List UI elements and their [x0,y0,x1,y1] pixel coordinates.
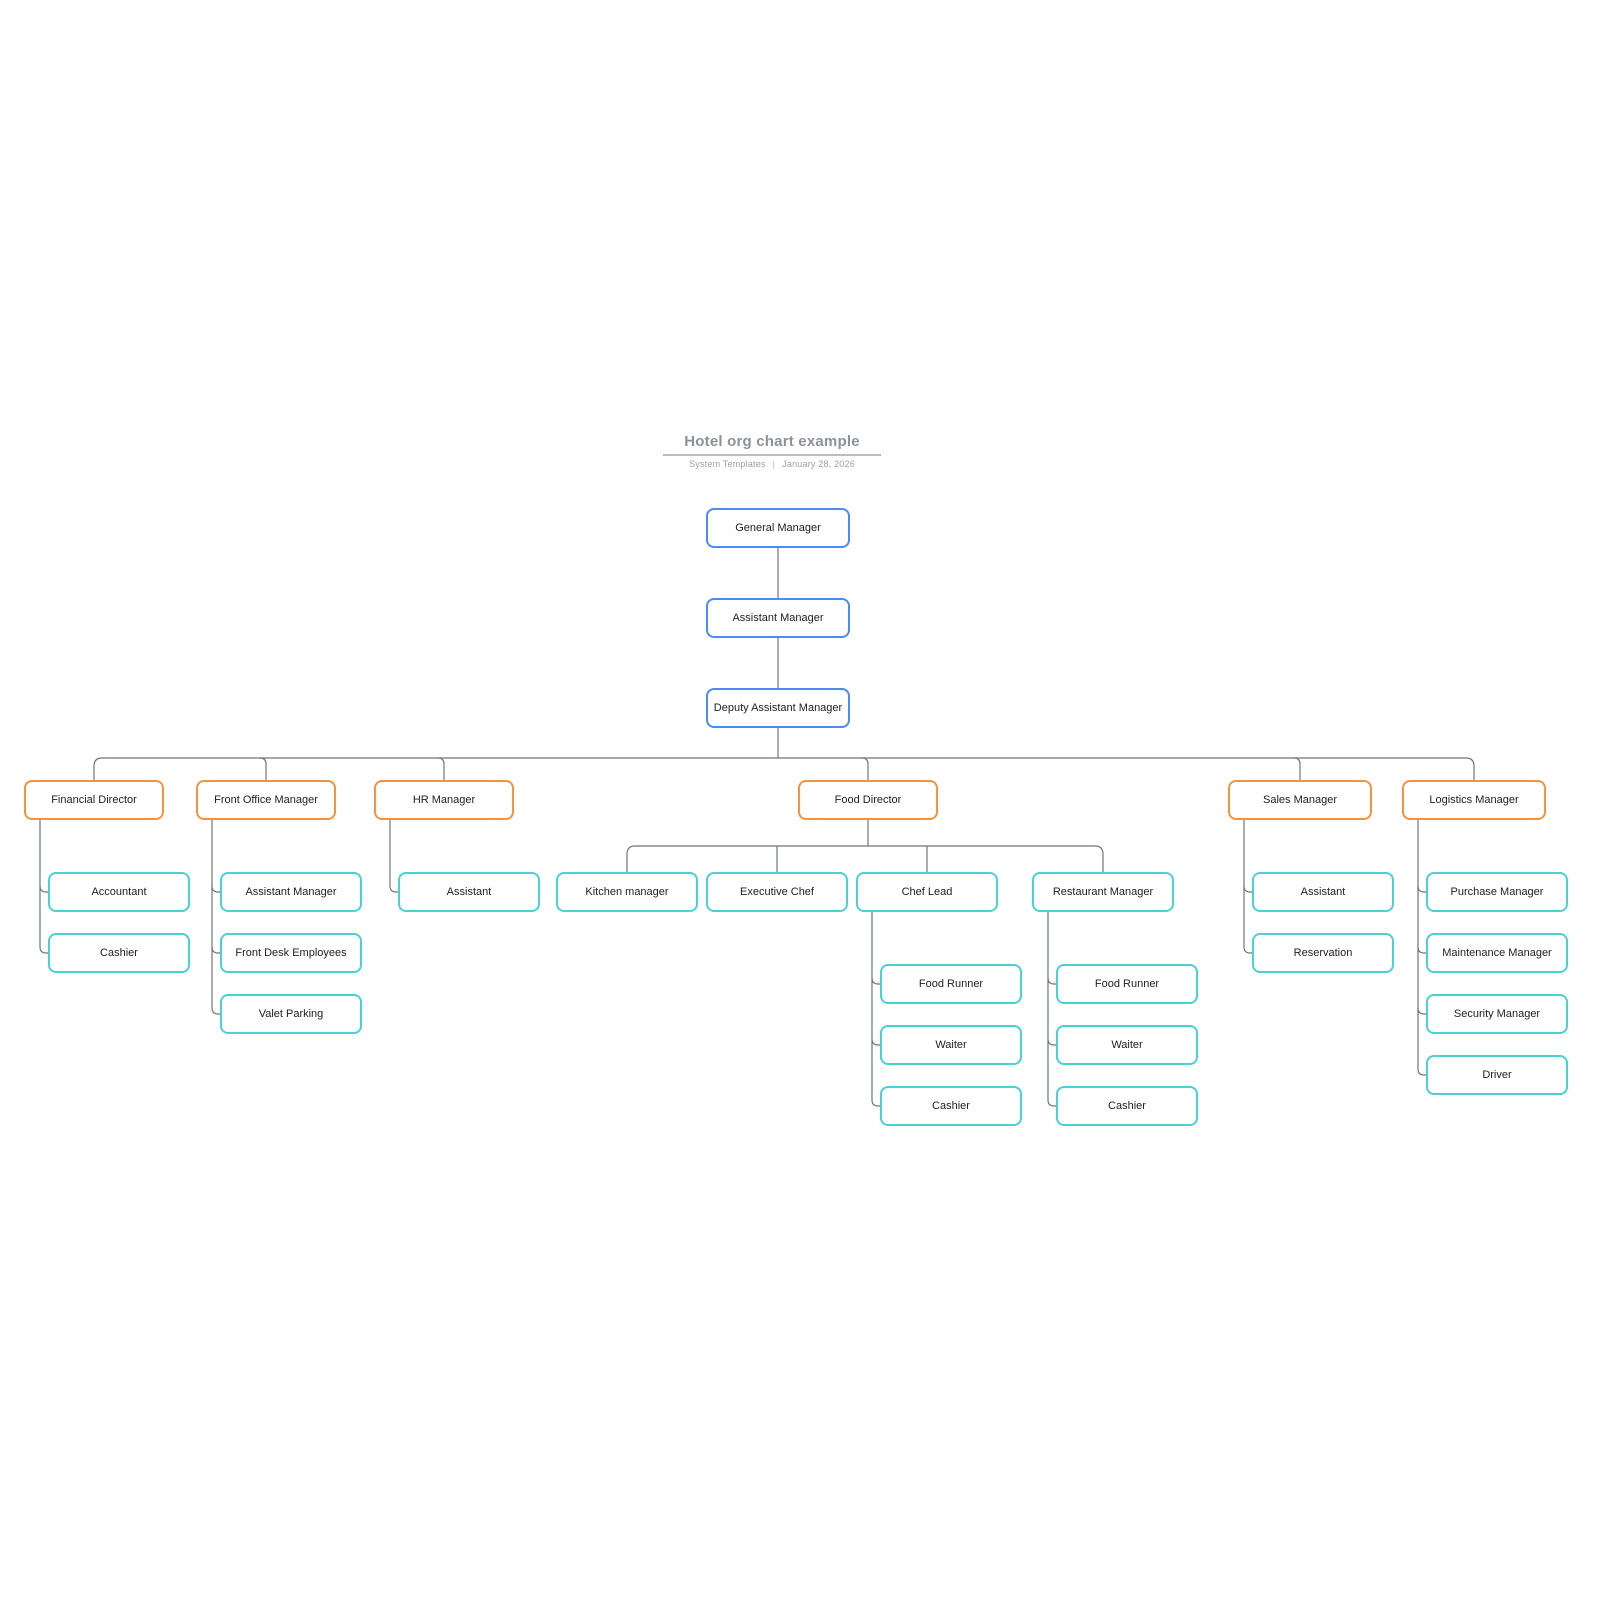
connector-path [1293,757,1301,780]
org-node-restaurant-waiter[interactable]: Waiter [1056,1025,1198,1065]
org-node-label: Restaurant Manager [1052,885,1154,898]
org-node-label: Kitchen manager [585,885,669,898]
org-node-driver[interactable]: Driver [1426,1055,1568,1095]
org-node-financial-director[interactable]: Financial Director [24,780,164,820]
org-node-assistant-manager[interactable]: Assistant Manager [706,598,850,638]
org-node-label: Logistics Manager [1429,793,1519,806]
connector-path [39,946,48,954]
title-underline [663,454,881,456]
org-node-hr-manager[interactable]: HR Manager [374,780,514,820]
org-node-label: Driver [1482,1068,1512,1081]
org-node-label: HR Manager [412,793,476,806]
connector-path [211,1007,220,1015]
connector-path [1417,1068,1426,1076]
org-node-purchase-manager[interactable]: Purchase Manager [1426,872,1568,912]
connector-path [259,757,267,780]
org-node-kitchen-manager[interactable]: Kitchen manager [556,872,698,912]
org-node-accountant[interactable]: Accountant [48,872,190,912]
org-node-hr-assistant[interactable]: Assistant [398,872,540,912]
org-node-security-manager[interactable]: Security Manager [1426,994,1568,1034]
org-node-executive-chef[interactable]: Executive Chef [706,872,848,912]
org-node-deputy-assistant-manager[interactable]: Deputy Assistant Manager [706,688,850,728]
chart-title: Hotel org chart example [684,433,860,450]
org-node-label: Deputy Assistant Manager [713,701,843,714]
byline-date: January 28, 2026 [782,459,855,469]
connector-path [1047,1099,1056,1107]
connector-path [871,1099,880,1107]
org-node-label: Security Manager [1453,1007,1541,1020]
connector-path [1417,885,1426,893]
org-node-label: Cashier [100,946,138,959]
org-node-label: Purchase Manager [1450,885,1544,898]
org-node-label: Assistant [446,885,492,898]
org-node-chef-lead[interactable]: Chef Lead [856,872,998,912]
byline-separator: | [772,459,776,469]
connector-path [211,885,220,893]
org-node-label: Waiter [1111,1038,1143,1051]
org-node-front-desk-employees[interactable]: Front Desk Employees [220,933,362,973]
org-node-restaurant-cashier[interactable]: Cashier [1056,1086,1198,1126]
connector-path [211,946,220,954]
org-node-logistics-manager[interactable]: Logistics Manager [1402,780,1546,820]
org-node-label: Valet Parking [258,1007,324,1020]
org-node-sales-assistant[interactable]: Assistant [1252,872,1394,912]
org-node-label: Front Office Manager [214,793,318,806]
org-node-label: Reservation [1293,946,1353,959]
connector-path [39,885,48,893]
org-node-chef-waiter[interactable]: Waiter [880,1025,1022,1065]
connector-path [861,757,869,780]
org-node-label: Food Runner [1094,977,1160,990]
org-node-label: Maintenance Manager [1442,946,1552,959]
org-node-label: Executive Chef [740,885,814,898]
org-node-label: Assistant Manager [245,885,337,898]
connector-path [1047,1038,1056,1046]
org-node-label: Assistant [1300,885,1346,898]
connector-path [871,977,880,985]
org-node-restaurant-manager[interactable]: Restaurant Manager [1032,872,1174,912]
org-node-label: Waiter [935,1038,967,1051]
connector-path [1417,946,1426,954]
org-node-label: Assistant Manager [732,611,824,624]
connector-path [1243,946,1252,954]
org-node-label: Front Desk Employees [235,946,347,959]
connector-path [871,1038,880,1046]
org-node-label: Accountant [91,885,147,898]
connector-path [1417,1007,1426,1015]
org-node-financial-cashier[interactable]: Cashier [48,933,190,973]
connector-path [1047,977,1056,985]
connector-path [437,757,445,780]
org-node-chef-food-runner[interactable]: Food Runner [880,964,1022,1004]
org-node-front-office-assistant-manager[interactable]: Assistant Manager [220,872,362,912]
org-node-label: Chef Lead [901,885,953,898]
org-node-label: General Manager [735,521,821,534]
org-node-label: Sales Manager [1263,793,1337,806]
org-node-label: Cashier [1108,1099,1146,1112]
org-node-general-manager[interactable]: General Manager [706,508,850,548]
org-node-restaurant-food-runner[interactable]: Food Runner [1056,964,1198,1004]
org-node-label: Food Runner [918,977,984,990]
org-node-sales-manager[interactable]: Sales Manager [1228,780,1372,820]
org-node-label: Financial Director [51,793,137,806]
org-node-valet-parking[interactable]: Valet Parking [220,994,362,1034]
byline-source: System Templates [689,459,766,469]
org-node-food-director[interactable]: Food Director [798,780,938,820]
org-node-reservation[interactable]: Reservation [1252,933,1394,973]
chart-header: Hotel org chart example System Templates… [572,433,972,469]
org-node-maintenance-manager[interactable]: Maintenance Manager [1426,933,1568,973]
connector-path [626,845,1104,872]
connector-path [389,885,398,893]
org-node-label: Food Director [834,793,902,806]
org-node-front-office-manager[interactable]: Front Office Manager [196,780,336,820]
org-node-chef-cashier[interactable]: Cashier [880,1086,1022,1126]
connector-path [93,757,1475,780]
org-node-label: Cashier [932,1099,970,1112]
connector-path [1243,885,1252,893]
chart-byline: System Templates | January 28, 2026 [572,459,972,469]
